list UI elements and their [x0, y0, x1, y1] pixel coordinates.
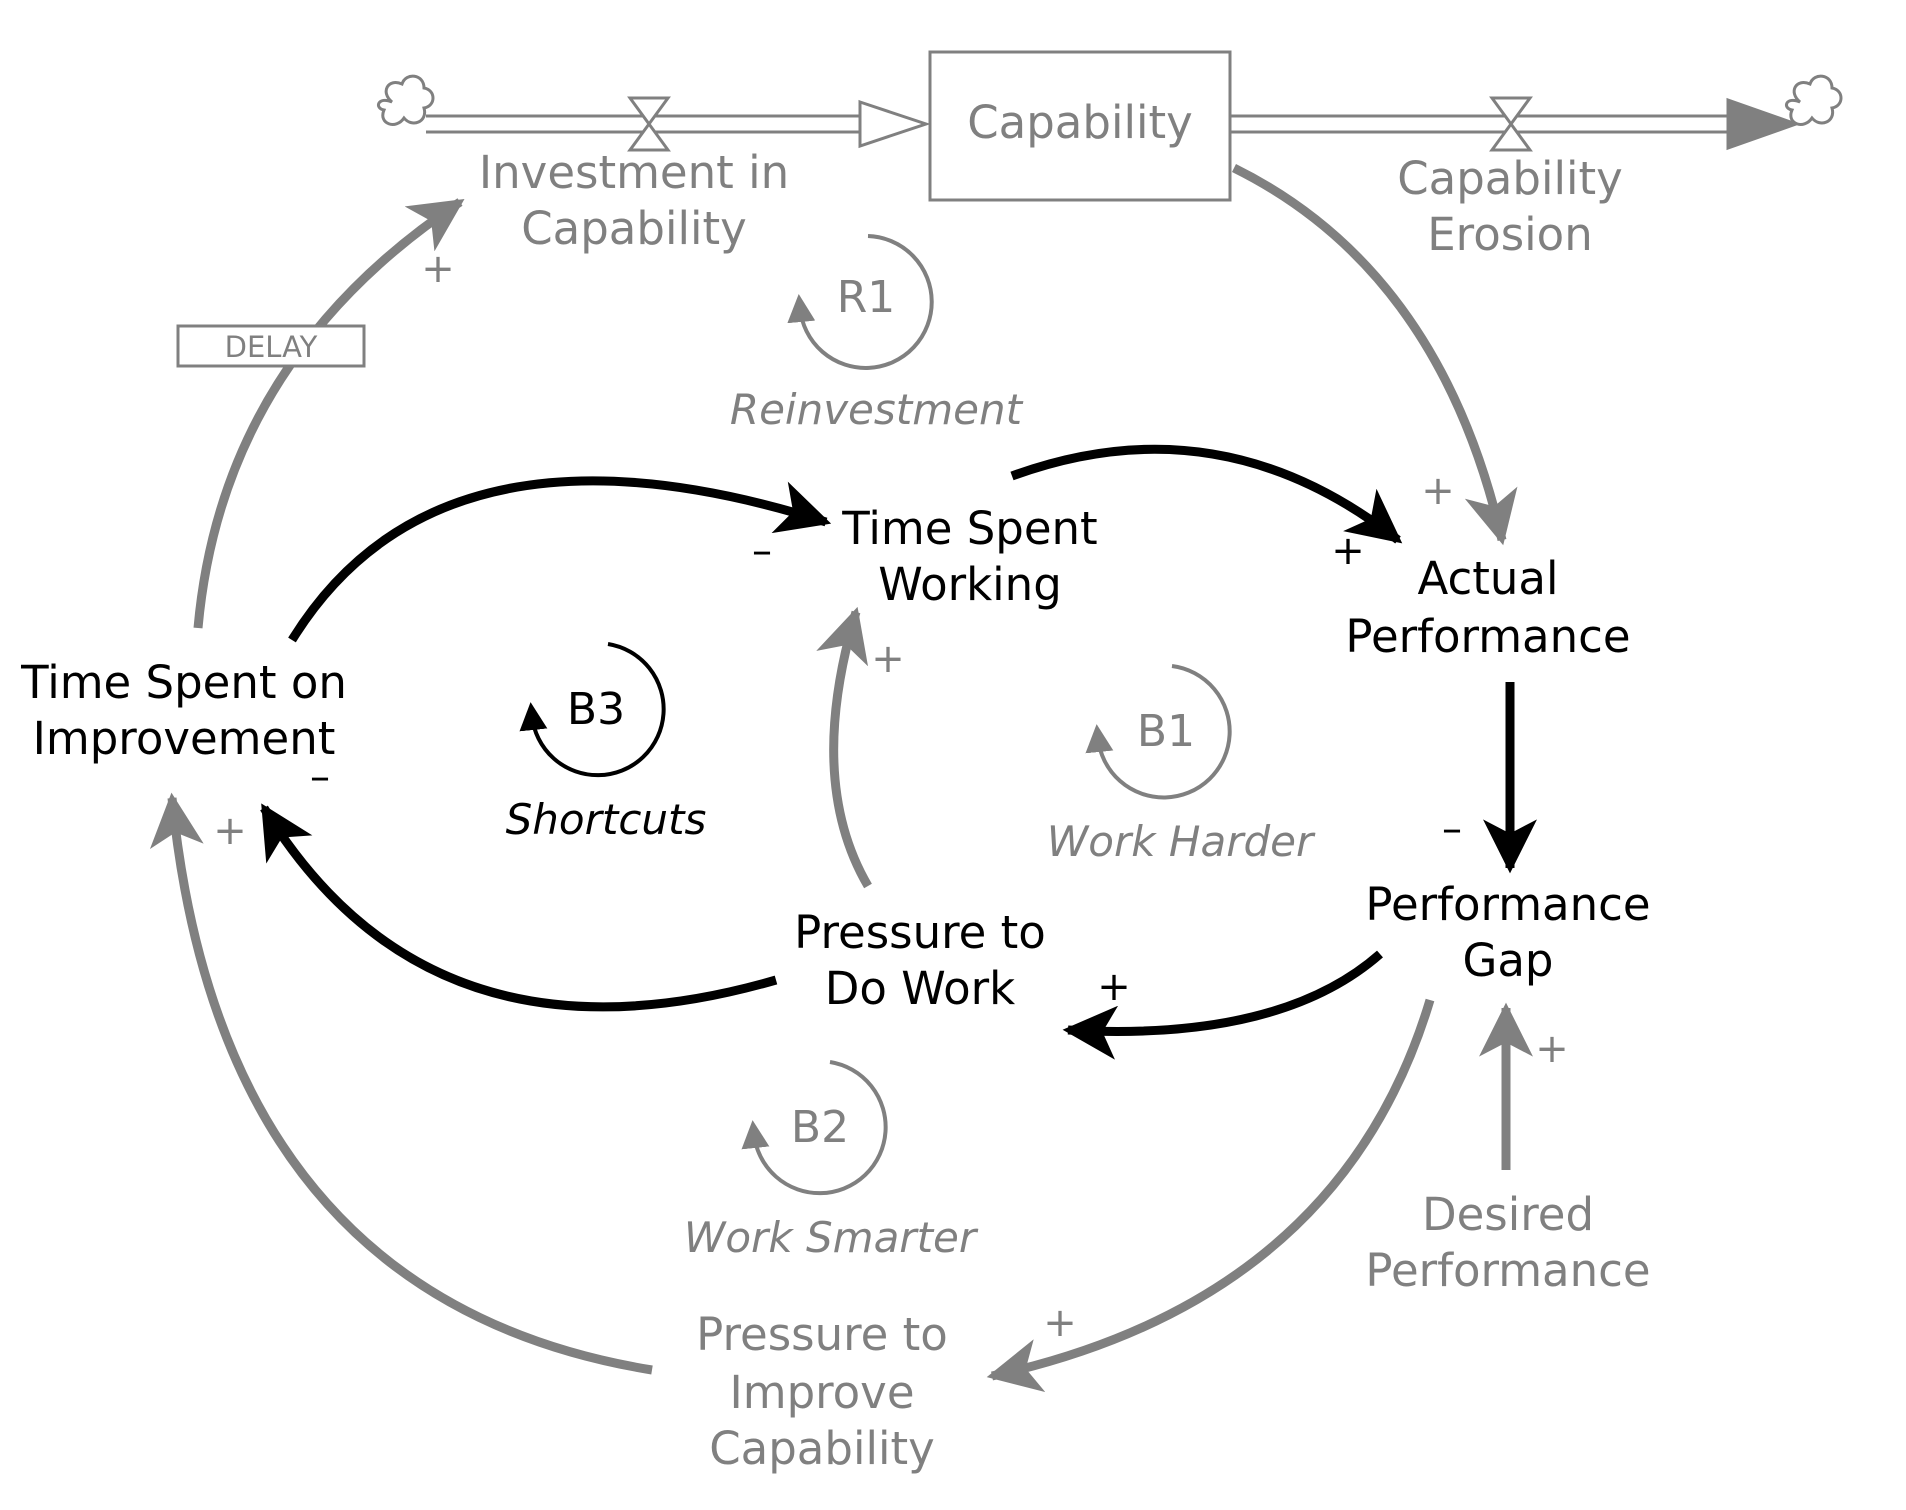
- desired-performance-line2: Performance: [1365, 1244, 1650, 1297]
- stock-flow-structure: Capability Investment in Capability Capa…: [376, 50, 1843, 261]
- sign-gap-pressure-improve: +: [1043, 1300, 1077, 1346]
- sign-improvement-working: –: [752, 528, 772, 574]
- sink-cloud-icon: [1784, 74, 1843, 126]
- sign-capability-actual: +: [1421, 468, 1455, 514]
- inflow-arrowhead: [858, 99, 931, 149]
- sign-improvement-investment: +: [421, 246, 455, 292]
- loop-b1-circle-icon: [1085, 664, 1232, 800]
- sign-gap-pressure-work: +: [1097, 964, 1131, 1010]
- time-improvement-line2: Improvement: [33, 712, 336, 765]
- capability-stock-box: [928, 50, 1232, 202]
- time-improvement-line1: Time Spent on: [20, 656, 347, 709]
- loop-r1-id: R1: [837, 272, 896, 323]
- outflow-arrowhead: [1726, 97, 1801, 151]
- inflow-label-line1: Investment in: [479, 146, 789, 199]
- pressure-work-line1: Pressure to: [794, 906, 1046, 959]
- inflow-valve-icon: [627, 96, 671, 152]
- loop-r1-circle-icon: [787, 234, 934, 370]
- link-pressure-improve-to-improvement: [149, 792, 653, 1375]
- performance-gap-line1: Performance: [1365, 878, 1650, 931]
- loop-b2-circle-icon: [741, 1060, 888, 1196]
- polarity-signs: + + – + + – – + + + +: [213, 246, 1569, 1346]
- performance-gap-line2: Gap: [1462, 934, 1553, 987]
- delay-label: DELAY: [225, 330, 318, 364]
- variables: Time Spent Working Actual Performance Pe…: [20, 502, 1650, 1475]
- sign-desired-gap: +: [1535, 1026, 1569, 1072]
- loop-b3-name: Shortcuts: [506, 795, 707, 844]
- loop-r1-name: Reinvestment: [730, 385, 1024, 434]
- pressure-improve-line2: Improve: [729, 1366, 914, 1419]
- time-working-line1: Time Spent: [841, 502, 1097, 555]
- loop-b3: B3 Shortcuts: [506, 642, 707, 844]
- time-working-line2: Working: [878, 558, 1062, 611]
- sign-pressure-improve-improvement: +: [213, 808, 247, 854]
- link-pressure-work-to-improvement: [260, 803, 778, 1012]
- stock-label: Capability: [967, 96, 1192, 149]
- actual-performance-line2: Performance: [1345, 610, 1630, 663]
- loop-b1-name: Work Harder: [1047, 817, 1316, 866]
- link-gap-to-pressure-improve: [986, 998, 1435, 1392]
- loop-b3-circle-icon: [519, 642, 666, 778]
- loop-b1-id: B1: [1137, 706, 1195, 757]
- link-capability-to-actual-performance: [1232, 163, 1518, 546]
- pressure-improve-line1: Pressure to: [696, 1308, 948, 1361]
- loop-b1: B1 Work Harder: [1047, 664, 1316, 866]
- desired-performance-line1: Desired: [1422, 1188, 1594, 1241]
- delay-marker: DELAY: [176, 324, 366, 368]
- loop-b2-name: Work Smarter: [684, 1213, 979, 1262]
- loop-b3-id: B3: [567, 684, 625, 735]
- link-improvement-to-investment: [193, 198, 465, 629]
- pressure-work-line2: Do Work: [825, 962, 1015, 1015]
- sign-working-actual: +: [1331, 528, 1365, 574]
- loop-b2: B2 Work Smarter: [684, 1060, 979, 1262]
- link-working-to-actual-performance: [1010, 444, 1403, 544]
- actual-performance-line1: Actual: [1418, 552, 1559, 605]
- pressure-improve-line3: Capability: [709, 1422, 934, 1475]
- link-pressure-work-to-working: [816, 606, 872, 889]
- sign-actual-gap: –: [1442, 806, 1462, 852]
- loop-r1: R1 Reinvestment: [730, 234, 1024, 434]
- outflow-label-line2: Erosion: [1427, 208, 1592, 261]
- outflow-label-line1: Capability: [1397, 152, 1622, 205]
- causal-links: [149, 163, 1537, 1392]
- inflow-label-line2: Capability: [521, 202, 746, 255]
- sign-pressure-work-working: +: [871, 636, 905, 682]
- outflow-valve-icon: [1489, 96, 1533, 152]
- sign-pressure-work-improvement: –: [310, 754, 330, 800]
- link-improvement-to-working: [288, 476, 832, 643]
- link-gap-to-pressure-work: [1062, 950, 1383, 1060]
- loop-b2-id: B2: [791, 1102, 849, 1153]
- delay-box: [176, 324, 366, 368]
- source-cloud-icon: [376, 74, 435, 126]
